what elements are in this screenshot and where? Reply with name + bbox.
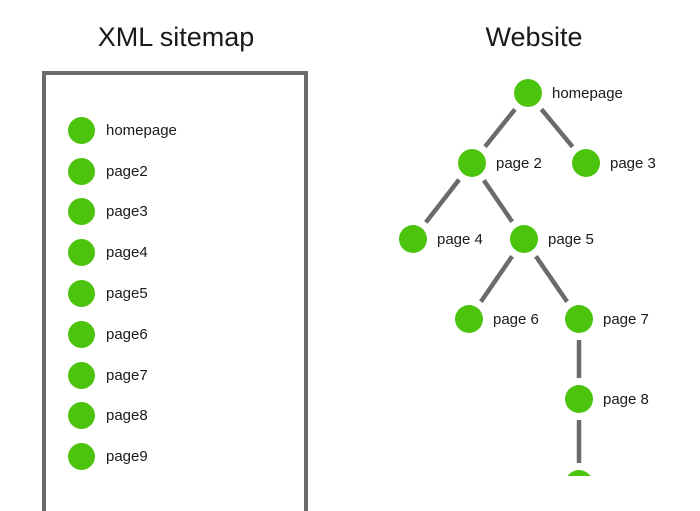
tree-node-p8: page 8 bbox=[565, 385, 649, 413]
tree-edge-p5-p7 bbox=[534, 255, 569, 303]
green-dot-icon bbox=[567, 470, 591, 476]
tree-node-p2: page 2 bbox=[458, 149, 542, 177]
tree-node-label: page 6 bbox=[493, 311, 539, 328]
tree-node-label: homepage bbox=[552, 85, 623, 102]
tree-edge-p2-p4 bbox=[424, 178, 461, 224]
sitemap-item-page9: page9 bbox=[68, 436, 177, 477]
tree-node-p5: page 5 bbox=[510, 225, 594, 253]
tree-edge-homepage-p3 bbox=[539, 107, 575, 149]
sitemap-item-label: page5 bbox=[106, 285, 148, 303]
tree-edges bbox=[424, 107, 582, 463]
tree-node-p3: page 3 bbox=[572, 149, 656, 177]
tree-node-label: page 8 bbox=[603, 391, 649, 408]
tree-node-p4: page 4 bbox=[399, 225, 483, 253]
sitemap-item-page8: page8 bbox=[68, 396, 177, 437]
sitemap-item-label: page7 bbox=[106, 366, 148, 384]
green-dot-icon bbox=[510, 225, 538, 253]
xml-sitemap-box: homepage page2 page3 page4 page5 page6 p… bbox=[42, 71, 308, 511]
sitemap-item-label: page8 bbox=[106, 407, 148, 425]
green-dot-icon bbox=[455, 305, 483, 333]
sitemap-item-label: homepage bbox=[106, 121, 177, 139]
sitemap-item-label: page6 bbox=[106, 325, 148, 343]
tree-edge-homepage-p2 bbox=[483, 107, 517, 149]
tree-node-p9: page 9 bbox=[567, 470, 591, 476]
tree-node-homepage: homepage bbox=[514, 79, 623, 107]
sitemap-item-label: page4 bbox=[106, 244, 148, 262]
tree-edge-p5-p6 bbox=[479, 255, 514, 303]
sitemap-item-page4: page4 bbox=[68, 232, 177, 273]
sitemap-item-label: page9 bbox=[106, 448, 148, 466]
tree-node-label: page 7 bbox=[603, 311, 649, 328]
website-heading: Website bbox=[485, 22, 583, 52]
tree-node-label: page 3 bbox=[610, 155, 656, 172]
green-dot-icon bbox=[458, 149, 486, 177]
green-dot-icon bbox=[68, 320, 95, 348]
green-dot-icon bbox=[68, 198, 95, 226]
green-dot-icon bbox=[399, 225, 427, 253]
tree-node-p7: page 7 bbox=[565, 305, 649, 333]
green-dot-icon bbox=[68, 157, 95, 185]
green-dot-icon bbox=[572, 149, 600, 177]
sitemap-item-page6: page6 bbox=[68, 314, 177, 355]
green-dot-icon bbox=[68, 280, 95, 308]
green-dot-icon bbox=[68, 116, 95, 144]
sitemap-item-label: page2 bbox=[106, 162, 148, 180]
sitemap-list: homepage page2 page3 page4 page5 page6 p… bbox=[68, 110, 177, 477]
green-dot-icon bbox=[68, 443, 95, 471]
green-dot-icon bbox=[68, 402, 95, 430]
tree-node-label: page 2 bbox=[496, 155, 542, 172]
green-dot-icon bbox=[68, 361, 95, 389]
tree-edge-p2-p5 bbox=[482, 179, 514, 223]
tree-nodes: homepage page 2 page 3 page 4 page 5 page 6 pa… bbox=[399, 79, 656, 476]
green-dot-icon bbox=[565, 385, 593, 413]
green-dot-icon bbox=[68, 239, 95, 267]
sitemap-item-label: page3 bbox=[106, 203, 148, 221]
tree-node-label: page 4 bbox=[437, 231, 483, 248]
sitemap-item-page2: page2 bbox=[68, 151, 177, 192]
green-dot-icon bbox=[565, 305, 593, 333]
website-tree-diagram: homepage page 2 page 3 page 4 page 5 page 6 pa… bbox=[399, 79, 656, 476]
sitemap-item-page5: page5 bbox=[68, 273, 177, 314]
green-dot-icon bbox=[514, 79, 542, 107]
sitemap-item-page7: page7 bbox=[68, 355, 177, 396]
sitemap-item-homepage: homepage bbox=[68, 110, 177, 151]
sitemap-item-page3: page3 bbox=[68, 192, 177, 233]
xml-sitemap-heading: XML sitemap bbox=[97, 22, 255, 52]
tree-node-label: page 5 bbox=[548, 231, 594, 248]
tree-node-p6: page 6 bbox=[455, 305, 539, 333]
